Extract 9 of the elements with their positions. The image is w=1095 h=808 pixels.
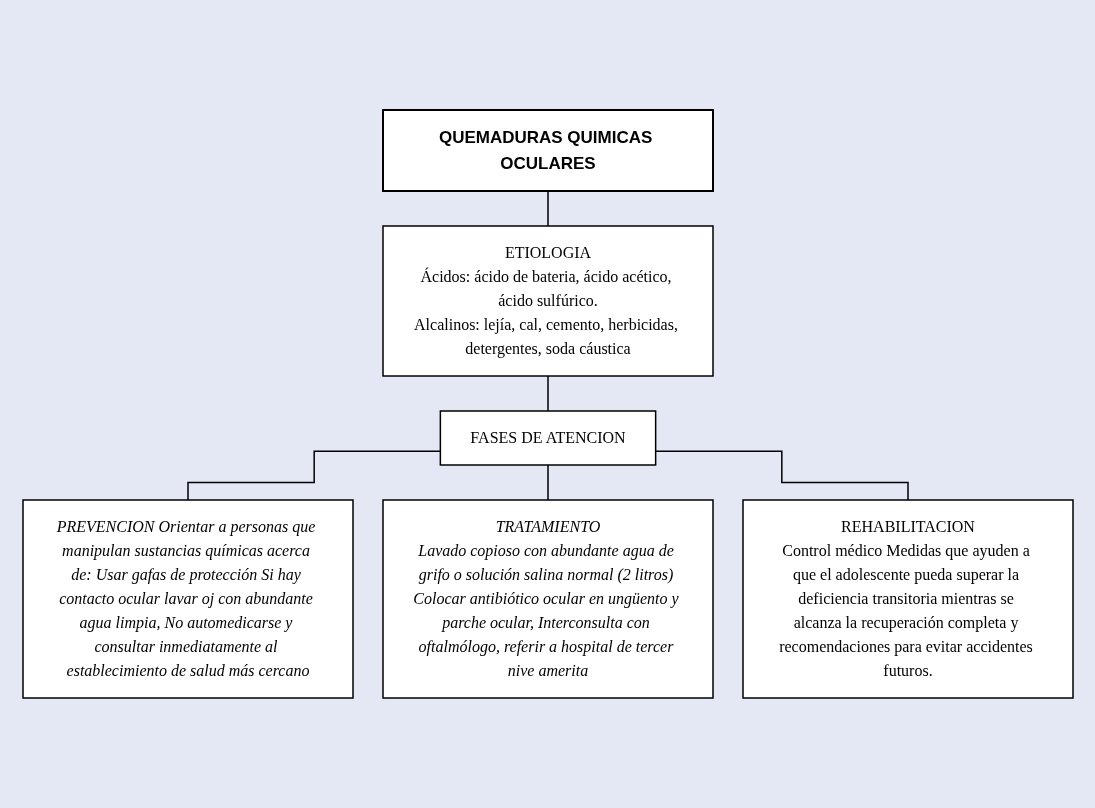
connector [546,375,549,412]
connector [546,190,549,227]
node-box: QUEMADURAS QUIMICAS OCULARES [381,109,714,192]
node-box: REHABILITACION Control médico Medidas que ayuden a que el adolescente pueda superar la deficiencia transitoria mientras se alcanza la recuperación completa y recomendaciones para evitar accidentes futuros. [741,499,1074,699]
node-box: FASES DE ATENCION [439,410,656,466]
connector [546,464,549,501]
node-box: PREVENCION Orientar a personas que manipulan sustancias químicas acerca de: Usar gafas de protección Si hay contacto ocular lavar oj con abundante agua limpia, No automedicarse y consultar inmediatamente al establecimiento de salud más cercano [21,499,354,699]
node-box: ETIOLOGIA Ácidos: ácido de bateria, ácido acético, ácido sulfúrico. Alcalinos: lejía, cal, cemento, herbicidas, detergentes, soda cáustica [381,225,714,377]
node-box: TRATAMIENTO Lavado copioso con abundante agua de grifo o solución salina normal (2 litros) Colocar antibiótico ocular en ungüento y parche ocular, Interconsulta con oftalmólogo, referir a hospital de tercer nive amerita [381,499,714,699]
